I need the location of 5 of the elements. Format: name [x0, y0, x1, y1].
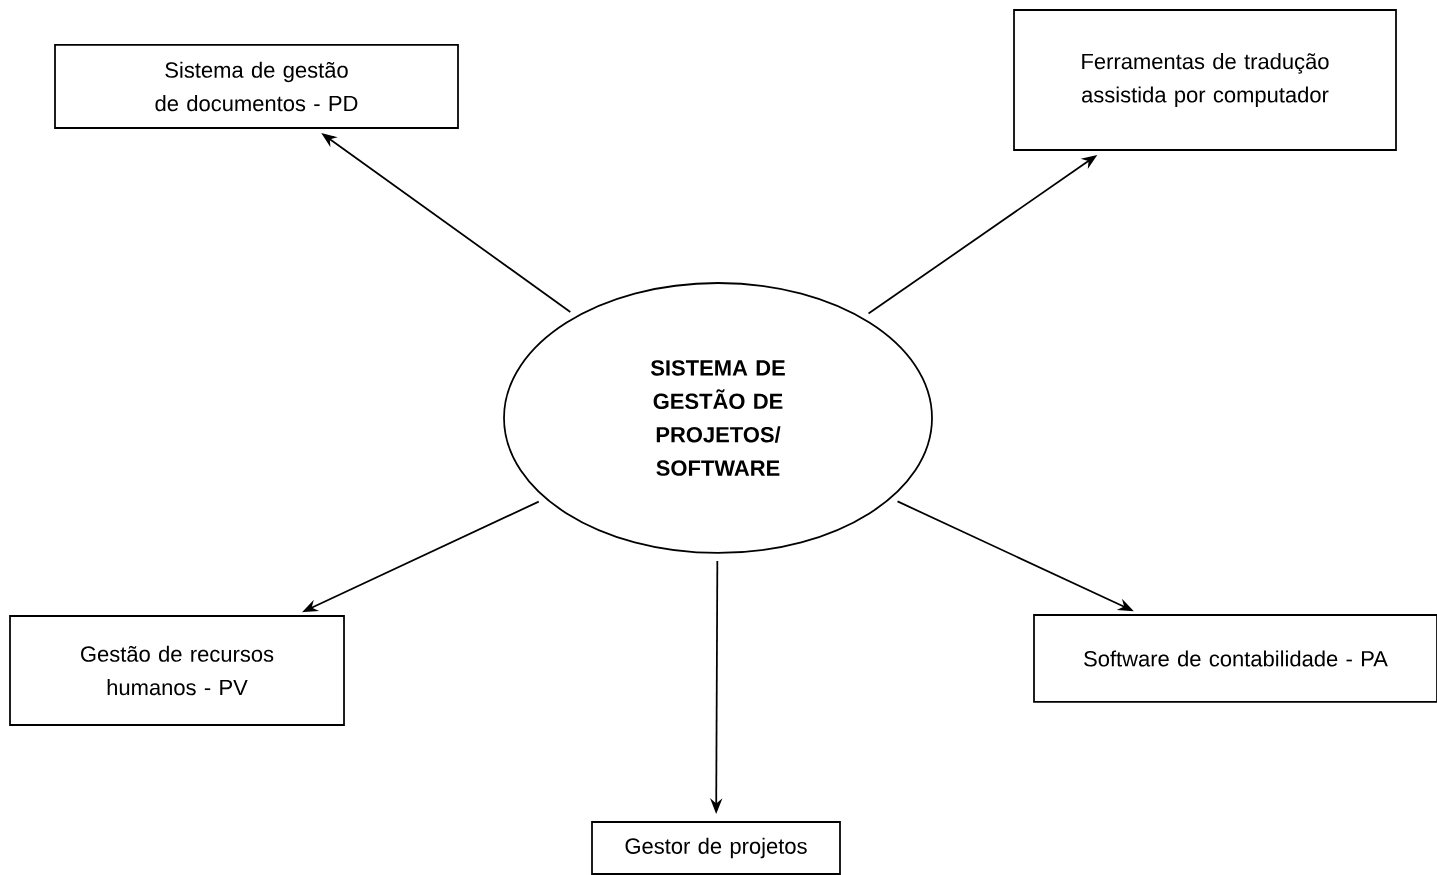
text-box: Gestor de projetos [591, 821, 841, 875]
text-box: Ferramentas de tradução assistida por computador [1013, 9, 1397, 151]
text-box: Software de contabilidade - PA [1033, 614, 1437, 703]
text-box: Sistema de gestão de documentos - PD [54, 44, 459, 129]
text-box: Gestão de recursos humanos - PV [9, 615, 345, 726]
